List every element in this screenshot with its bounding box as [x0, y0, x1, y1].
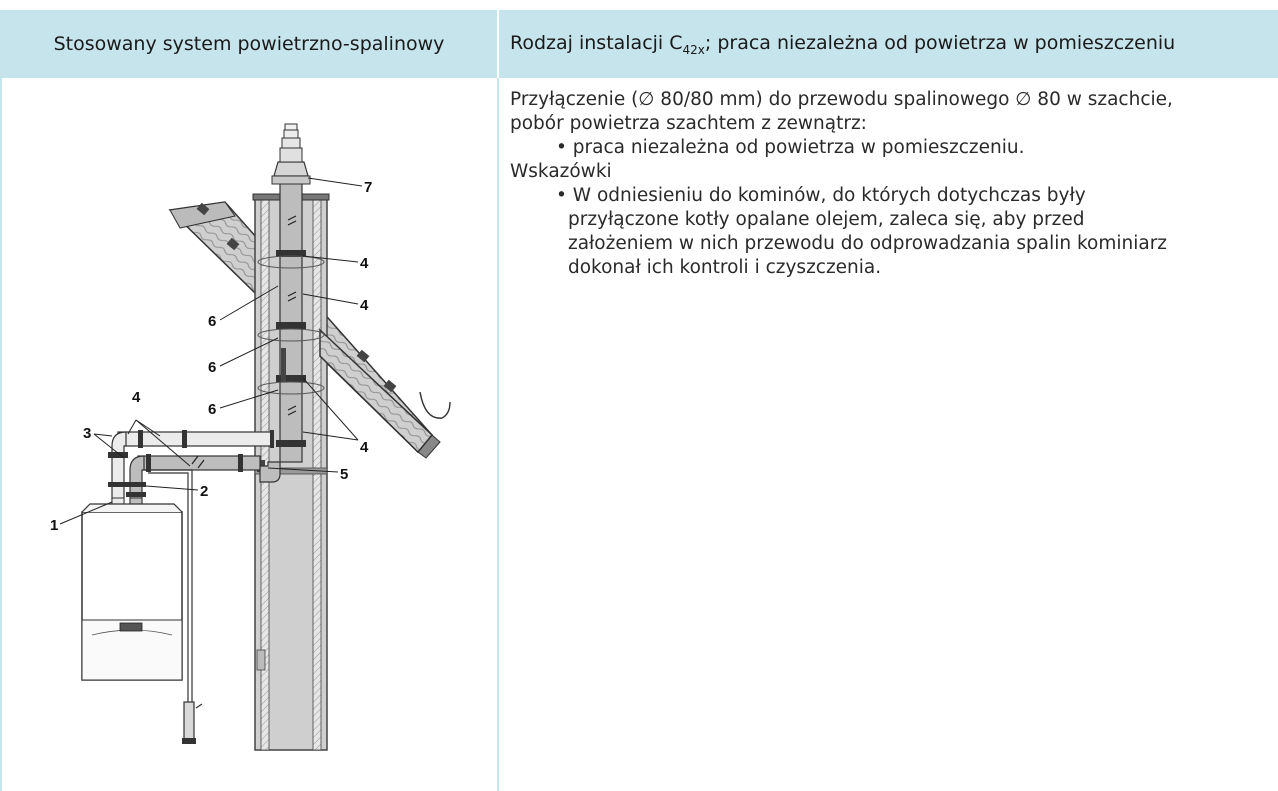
label-7: 7: [364, 179, 372, 196]
hint-line-1: • W odniesieniu do kominów, do których d…: [556, 185, 1086, 206]
hints-heading: Wskazówki: [510, 161, 612, 182]
label-6c: 6: [208, 401, 216, 418]
header-installation-type: Rodzaj instalacji C42x; praca niezależna…: [510, 10, 1278, 78]
bullet-room-independent: • praca niezależna od powietrza w pomies…: [556, 137, 1025, 158]
label-6a: 6: [208, 313, 216, 330]
leader-lines: [59, 177, 363, 525]
label-3: 3: [83, 425, 91, 442]
diagram-labels: 7 4 4 6 6 6 4 5 4 3 2 1: [50, 179, 372, 534]
label-4c: 4: [360, 439, 369, 456]
header-type-sub: 42x: [682, 42, 705, 57]
hint-line-3: założeniem w nich przewodu do odprowadza…: [568, 233, 1168, 254]
condensate-siphon: [182, 701, 203, 744]
hint-line-2: przyłączone kotły opalane olejem, zaleca…: [568, 209, 1085, 230]
header-type-post: ; praca niezależna od powietrza w pomies…: [704, 31, 1176, 54]
label-4b: 4: [360, 297, 369, 314]
label-2: 2: [200, 483, 208, 500]
label-4d: 4: [132, 389, 141, 406]
header-divider: [497, 10, 499, 78]
description-line-2: pobór powietrza szachtem z zewnątrz:: [510, 113, 867, 134]
description-text: Przyłączenie (∅ 80/80 mm) do przewodu sp…: [510, 88, 1278, 280]
flue-system-diagram: 7 4 4 6 6 6 4 5 4 3 2 1: [50, 123, 451, 751]
table-header: Stosowany system powietrzno-spalinowy Ro…: [0, 10, 1278, 78]
left-border: [0, 78, 2, 791]
header-type-pre: Rodzaj instalacji C: [510, 31, 683, 54]
label-1: 1: [50, 517, 58, 534]
roof-front: [319, 328, 434, 454]
header-system: Stosowany system powietrzno-spalinowy: [0, 10, 498, 78]
label-6b: 6: [208, 359, 216, 376]
column-divider: [497, 78, 499, 791]
label-4a: 4: [360, 255, 369, 272]
flue-pipe: [257, 123, 325, 483]
description-line-1: Przyłączenie (∅ 80/80 mm) do przewodu sp…: [510, 89, 1173, 110]
boiler: [81, 503, 183, 681]
header-type-text: Rodzaj instalacji C42x; praca niezależna…: [510, 32, 1175, 57]
hint-line-4: dokonał ich kontroli i czyszczenia.: [568, 257, 882, 278]
horizontal-pipes: [117, 430, 274, 472]
label-5: 5: [340, 466, 348, 483]
header-system-text: Stosowany system powietrzno-spalinowy: [53, 33, 445, 55]
